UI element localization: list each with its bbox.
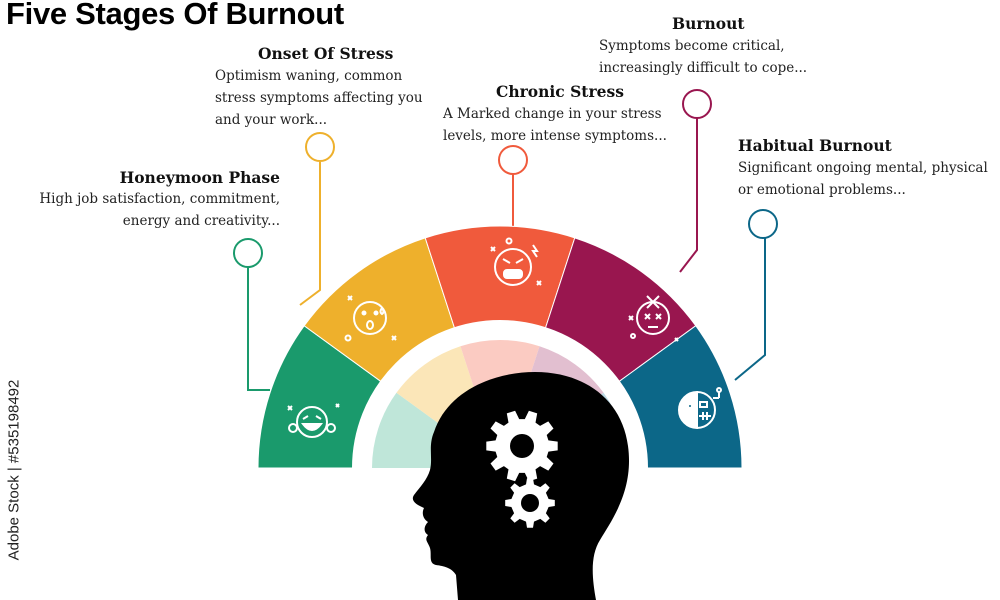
desc-line: or emotional problems... (738, 182, 906, 198)
connector-circle (682, 89, 712, 119)
connector-circle (305, 132, 335, 162)
gear-icon (505, 478, 555, 528)
sweating-face-icon (344, 295, 397, 342)
connector-circle (498, 145, 528, 175)
desc-line: stress symptoms affecting you (215, 90, 423, 106)
connector-line (247, 255, 270, 391)
stage-desc-habitual: Significant ongoing mental, physical or … (738, 157, 1000, 201)
laughing-face-icon (287, 403, 340, 438)
gear-hole (510, 434, 534, 458)
desc-line: Symptoms become critical, (599, 38, 785, 54)
connector-circle (233, 238, 263, 268)
stage-icons (287, 237, 722, 438)
desc-line: A Marked change in your stress (443, 106, 662, 122)
stage-desc-onset: Optimism waning, common stress symptoms … (215, 65, 455, 131)
connector-line (299, 162, 321, 306)
desc-line: High job satisfaction, commitment, (39, 191, 280, 207)
robot-face-icon (678, 387, 722, 430)
stage-desc-honeymoon: High job satisfaction, commitment, energ… (10, 188, 280, 232)
page-title: Five Stages Of Burnout (6, 0, 344, 31)
dizzy-face-icon (628, 295, 679, 342)
stage-title-habitual: Habitual Burnout (738, 136, 892, 155)
desc-line: levels, more intense symptoms... (443, 128, 667, 144)
desc-line: Optimism waning, common (215, 68, 403, 84)
stage-title-chronic: Chronic Stress (496, 82, 624, 101)
stage-desc-chronic: A Marked change in your stress levels, m… (443, 103, 703, 147)
ring-band (352, 320, 648, 469)
stage-title-onset: Onset Of Stress (258, 44, 394, 63)
desc-line: Significant ongoing mental, physical (738, 160, 988, 176)
connector-circle (748, 209, 778, 239)
connector-lines (233, 89, 778, 391)
stage-title-honeymoon: Honeymoon Phase (119, 168, 280, 187)
stage-title-burnout: Burnout (672, 14, 745, 33)
connector-line (734, 238, 766, 381)
stage-desc-burnout: Symptoms become critical, increasingly d… (599, 35, 839, 79)
head-with-gears-icon (412, 372, 630, 600)
gear-icon (486, 410, 558, 482)
connector-line (679, 118, 698, 273)
desc-line: and your work... (215, 112, 328, 128)
gear-hole (521, 494, 539, 512)
desc-line: energy and creativity... (122, 213, 280, 229)
angry-face-icon (490, 237, 542, 286)
desc-line: increasingly difficult to cope... (599, 60, 808, 76)
